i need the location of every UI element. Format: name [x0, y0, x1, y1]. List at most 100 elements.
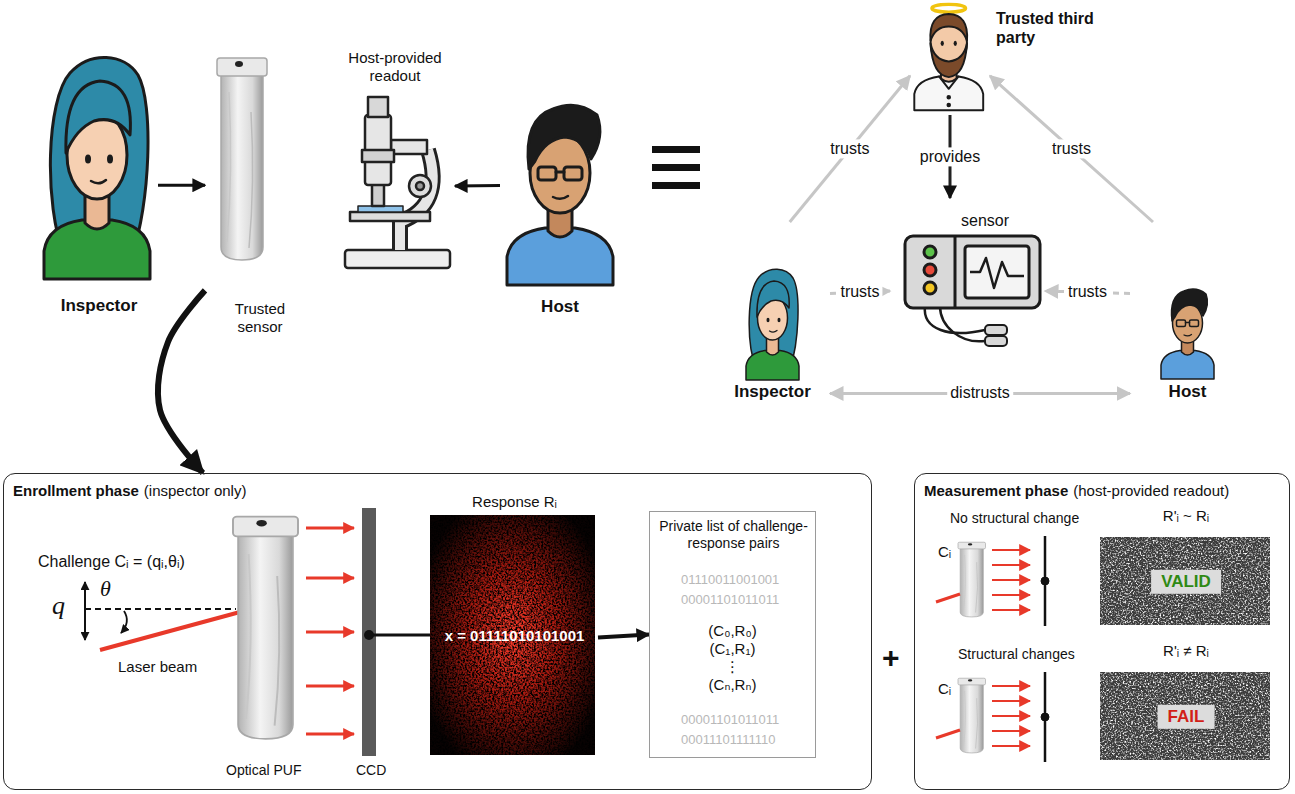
speckle-image [1100, 672, 1270, 760]
speckle-result: R'ᵢ ~ RᵢVALID [1101, 506, 1271, 628]
inspector-figure [44, 57, 150, 279]
connectors [158, 76, 1153, 638]
panel-title: Measurement phase [924, 482, 1068, 500]
case-label: No structural change [950, 510, 1079, 527]
scattered-light [992, 594, 1030, 596]
scattered-light [306, 527, 354, 530]
node-label: R'ᵢ ≠ Rᵢ [1101, 642, 1271, 660]
scattered-light [992, 579, 1030, 581]
panel-header: Measurement phase (host-provided readout) [924, 482, 1229, 500]
node-label: Host [500, 297, 620, 317]
panel-subtitle: (host-provided readout) [1073, 482, 1229, 500]
microscope [391, 140, 427, 154]
scattered-light [306, 733, 354, 736]
node-label: Trusted third party [996, 9, 1114, 47]
host-figure [1161, 289, 1214, 379]
connector [990, 76, 1153, 222]
challenge-response-pair: ⋮ [721, 658, 744, 676]
host-figure [507, 105, 613, 285]
edge-label: trusts [827, 139, 872, 158]
equivalence-symbol [652, 146, 700, 153]
equivalence-symbol [652, 146, 700, 189]
plus-sign: + [882, 640, 900, 676]
microscope [409, 175, 431, 197]
edge-label: distrusts [947, 384, 1013, 403]
third-party-icon: Trusted third party [910, 3, 990, 115]
optical-puf-vial [233, 517, 298, 739]
speckle-image [430, 515, 595, 755]
inspector-figure [44, 57, 150, 279]
challenge-response-pair: (C₀,R₀) [704, 622, 760, 640]
microscope [345, 97, 450, 268]
third-party-figure [914, 4, 983, 110]
part-name: Optical PUF [226, 762, 301, 779]
scattered-light [936, 594, 960, 602]
host-figure [507, 105, 613, 285]
scattered-light [306, 528, 354, 734]
axis-symbol: q [52, 590, 65, 621]
binary-watermark: 00011101111110 [681, 732, 775, 748]
sensor-device [985, 325, 1007, 335]
challenge-geometry [100, 612, 240, 650]
person-icon: Host [500, 95, 620, 321]
small-vial [958, 542, 986, 617]
sensor-device [954, 236, 957, 308]
speckle-result: R'ᵢ ≠ RᵢFAIL [1101, 641, 1271, 763]
node-label: Host [1130, 382, 1245, 402]
host-figure [1161, 289, 1214, 379]
vial-sensor: Trusted sensor [205, 48, 315, 340]
binary-watermark: 01110011001001 [681, 572, 779, 588]
sensor-device [905, 236, 1040, 346]
scattered-light [306, 631, 354, 634]
node-text: x = 01111010101001 [445, 627, 585, 645]
sensor-device [924, 264, 936, 276]
edge-label: trusts [1049, 139, 1094, 158]
sensor-device [985, 336, 1007, 346]
scattered-light [992, 715, 1030, 717]
microscope [345, 250, 450, 268]
node-label: Inspector [40, 296, 158, 316]
challenge-label: Cᵢ [938, 543, 951, 561]
connector [790, 76, 910, 222]
sensor-device [940, 306, 985, 341]
speckle-image [430, 515, 595, 755]
scattered-light [992, 564, 1030, 566]
scattered-light [992, 745, 1030, 747]
connector [158, 184, 205, 187]
edge-label: trusts [837, 283, 882, 302]
edge-label: provides [917, 147, 983, 166]
case-label: Structural changes [958, 646, 1075, 663]
challenge-geometry [85, 608, 236, 610]
speckle-response: Response Rᵢ x = 01111010101001 [431, 493, 598, 758]
person-icon: Host [1130, 222, 1245, 406]
scattered-light [306, 685, 354, 688]
sensor-device [925, 306, 985, 333]
node-label: Response Rᵢ [431, 493, 598, 511]
microscope [400, 150, 433, 250]
speckle-image [1100, 537, 1270, 625]
scattered-light [992, 609, 1030, 611]
challenge-response-pair: (Cₙ,Rₙ) [705, 676, 761, 694]
node-label: Private list of challenge-response pairs [656, 518, 811, 552]
pair-column: (C₀,R₀)(C₁,R₁)⋮(Cₙ,Rₙ) [650, 622, 815, 694]
challenge-label: Cᵢ [938, 680, 951, 698]
speckle-image [1100, 537, 1270, 760]
connector [598, 635, 649, 638]
node-label: Inspector [715, 382, 830, 402]
microscope [350, 212, 430, 221]
ccd-detector [362, 508, 376, 756]
challenge-geometry [84, 582, 86, 640]
connector [455, 184, 500, 187]
microscope [416, 182, 424, 190]
sensor-device: sensor [890, 198, 1045, 345]
speckle-image [1100, 537, 1270, 625]
microscope-readout: Host-provided readout [335, 45, 455, 280]
scattered-light [992, 700, 1030, 702]
node-label: Trusted sensor [220, 300, 300, 336]
part-name: Laser beam [118, 658, 197, 676]
panel-title: Enrollment phase [13, 482, 139, 500]
microscope [400, 150, 433, 250]
